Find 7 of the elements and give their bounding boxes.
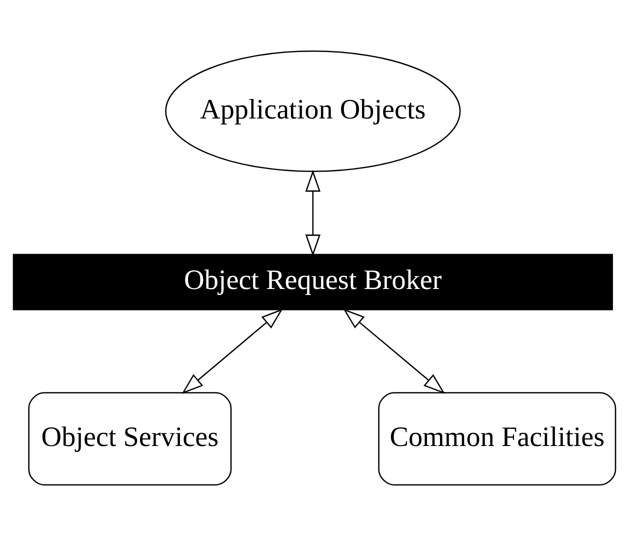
node-ellipse: Application Objects — [165, 50, 461, 172]
arrow — [343, 308, 446, 394]
node-box: Common Facilities — [378, 392, 616, 486]
arrow — [182, 308, 283, 394]
node-box: Object Request Broker — [12, 254, 613, 310]
node-box: Object Services — [28, 392, 232, 486]
arrow — [305, 170, 321, 256]
